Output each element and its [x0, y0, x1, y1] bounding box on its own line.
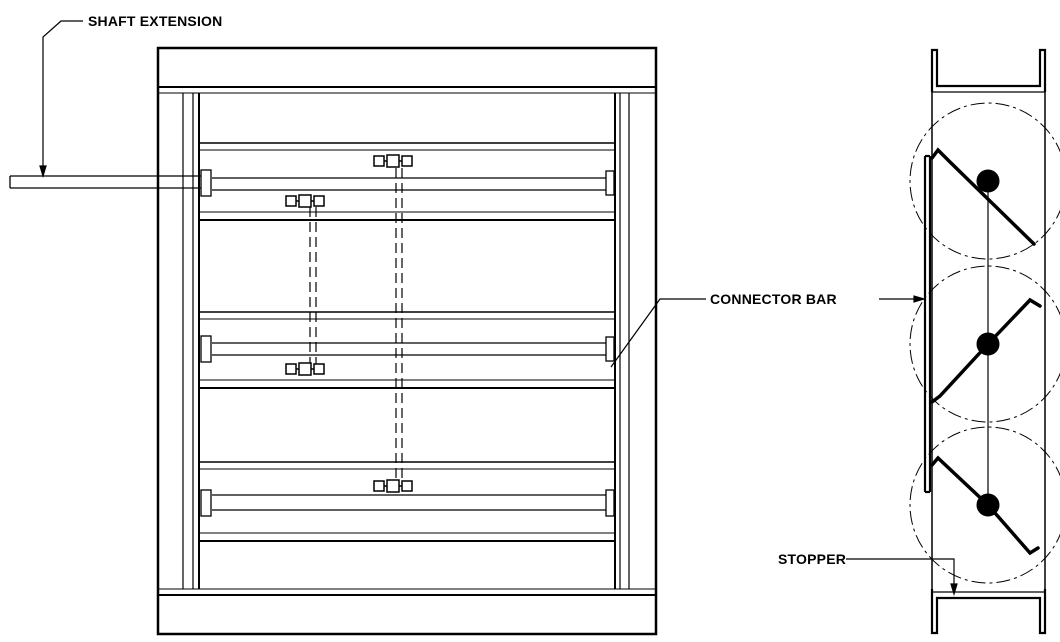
linkage-rod-left [309, 207, 317, 365]
blade-3 [199, 461, 615, 542]
linkage-clip [373, 154, 413, 168]
pivot-point [976, 493, 1000, 517]
shaft-extension-label: SHAFT EXTENSION [88, 13, 222, 29]
connector-bar-label: CONNECTOR BAR [710, 291, 837, 307]
stopper-label: STOPPER [778, 551, 846, 567]
side-top-channel [930, 48, 1047, 93]
connector-bar [923, 154, 932, 494]
side-bottom-channel [930, 589, 1047, 635]
pivot-point [976, 332, 1000, 356]
outer-frame [156, 46, 658, 636]
connector-bar-leader [610, 295, 927, 368]
shaft-extension-leader [39, 20, 83, 179]
pivot-point [976, 169, 1000, 193]
blade-1 [199, 142, 615, 221]
blade-swing-arcs [909, 102, 1060, 584]
linkage-rod-right [395, 168, 403, 482]
blade-2 [199, 311, 615, 389]
stopper-leader [846, 558, 958, 597]
linkage-clip [285, 362, 325, 376]
linkage-clip [285, 194, 325, 208]
side-view [909, 48, 1060, 635]
shaft-extension [9, 175, 201, 189]
front-view [9, 46, 658, 636]
linkage-clip [373, 479, 413, 493]
